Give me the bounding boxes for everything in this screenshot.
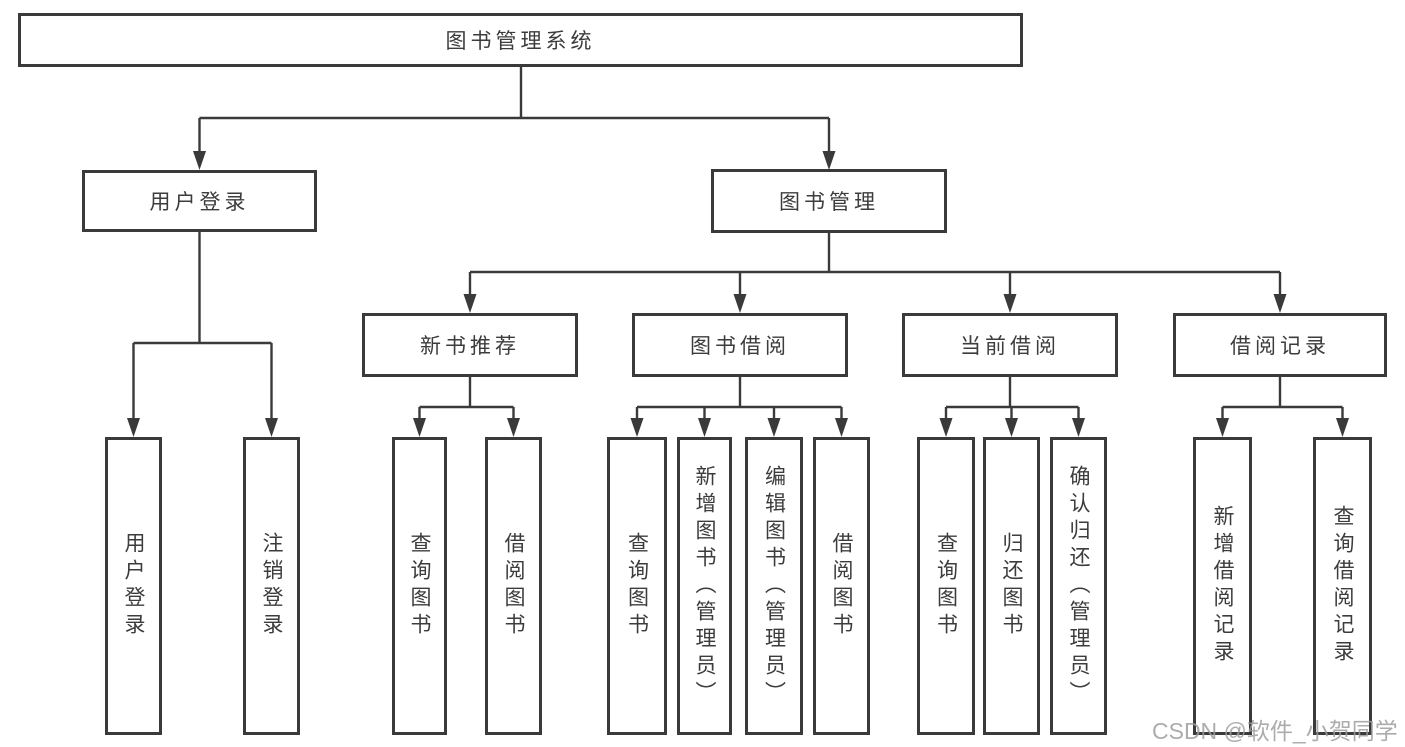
node-new-book-recommendation: 新书推荐 — [362, 313, 578, 377]
leaf-user-login: 用户登录 — [105, 437, 162, 735]
watermark: CSDN @软件_小贺同学 — [1152, 718, 1398, 744]
node-current-borrowing: 当前借阅 — [902, 313, 1118, 377]
leaf-borrow-books-borrowing: 借阅图书 — [813, 437, 870, 735]
node-user-login: 用户登录 — [82, 170, 317, 232]
leaf-add-borrow-record: 新增借阅记录 — [1193, 437, 1252, 735]
leaf-edit-books-admin: 编辑图书（管理员） — [745, 437, 803, 735]
node-book-management: 图书管理 — [711, 169, 947, 233]
leaf-query-books-borrowing: 查询图书 — [607, 437, 667, 735]
leaf-borrow-books-recommend: 借阅图书 — [485, 437, 542, 735]
node-book-borrowing: 图书借阅 — [632, 313, 848, 377]
leaf-confirm-return-admin: 确认归还（管理员） — [1050, 437, 1107, 735]
leaf-logout: 注销登录 — [243, 437, 300, 735]
node-borrowing-records: 借阅记录 — [1173, 313, 1387, 377]
leaf-query-books-recommend: 查询图书 — [392, 437, 447, 735]
leaf-add-books-admin: 新增图书（管理员） — [677, 437, 732, 735]
node-library-system: 图书管理系统 — [18, 13, 1023, 67]
leaf-query-borrow-record: 查询借阅记录 — [1313, 437, 1372, 735]
leaf-query-books-current: 查询图书 — [917, 437, 975, 735]
leaf-return-books: 归还图书 — [983, 437, 1040, 735]
